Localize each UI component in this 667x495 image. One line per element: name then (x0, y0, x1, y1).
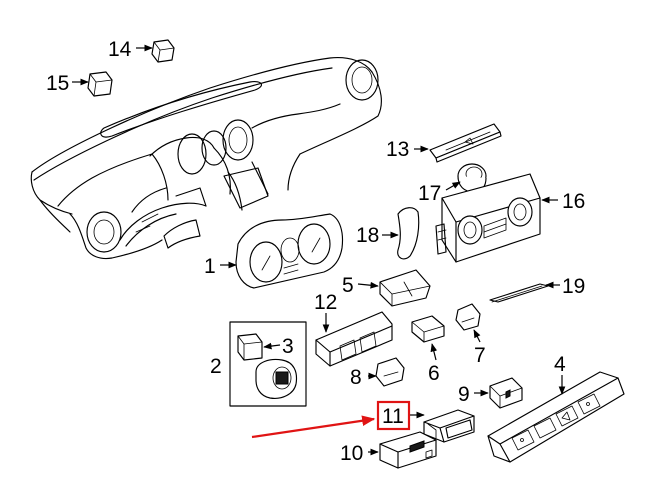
callout-5: 5 (342, 274, 354, 297)
part-7-cap-drawing (455, 303, 481, 331)
part-1-cluster-drawing (235, 213, 344, 289)
leader-17 (445, 181, 461, 191)
part-16-climate-panel-drawing (435, 173, 541, 263)
callout-16: 16 (562, 190, 585, 213)
dashboard-drawing (30, 57, 382, 260)
callout-18: 18 (356, 224, 379, 247)
part-4-switch-panel-drawing (487, 371, 625, 463)
part-5-switch-drawing (379, 269, 431, 307)
callout-2: 2 (210, 355, 222, 378)
leader-3 (263, 342, 281, 350)
part-19-strip-drawing (489, 283, 549, 303)
part-2-group-box (229, 321, 307, 407)
leader-5 (357, 281, 379, 289)
part-15-switch-drawing (87, 71, 113, 97)
leader-6 (430, 343, 438, 361)
leader-lines (72, 44, 566, 456)
callout-14: 14 (108, 38, 132, 61)
callout-labels: 14 15 13 17 16 18 1 5 19 12 7 6 3 2 8 4 … (46, 38, 585, 465)
callout-6: 6 (428, 362, 440, 385)
callout-9: 9 (458, 383, 470, 406)
part-6-switch-drawing (411, 315, 445, 343)
callout-3: 3 (282, 335, 294, 358)
callout-15: 15 (46, 72, 69, 95)
callout-7: 7 (474, 344, 486, 367)
part-12-vent-drawing (315, 311, 393, 367)
callout-10: 10 (340, 442, 363, 465)
callout-11: 11 (382, 405, 404, 428)
callout-8: 8 (350, 366, 362, 389)
callout-13: 13 (386, 138, 409, 161)
part-18-trim-drawing (397, 207, 420, 260)
callout-17: 17 (418, 182, 441, 205)
leader-7 (473, 329, 481, 343)
part-10-switch-drawing (379, 431, 437, 469)
callout-12: 12 (314, 291, 337, 314)
part-14-switch-drawing (151, 39, 175, 63)
highlight-marker (251, 400, 411, 439)
part-13-hazard-strip-drawing (429, 123, 502, 163)
callout-1: 1 (204, 255, 216, 278)
part-9-switch-drawing (489, 377, 523, 409)
highlight-box (376, 400, 411, 431)
callout-19: 19 (562, 275, 585, 298)
callout-4: 4 (554, 353, 566, 376)
highlight-arrow (251, 415, 376, 439)
part-8-cap-drawing (375, 357, 405, 387)
